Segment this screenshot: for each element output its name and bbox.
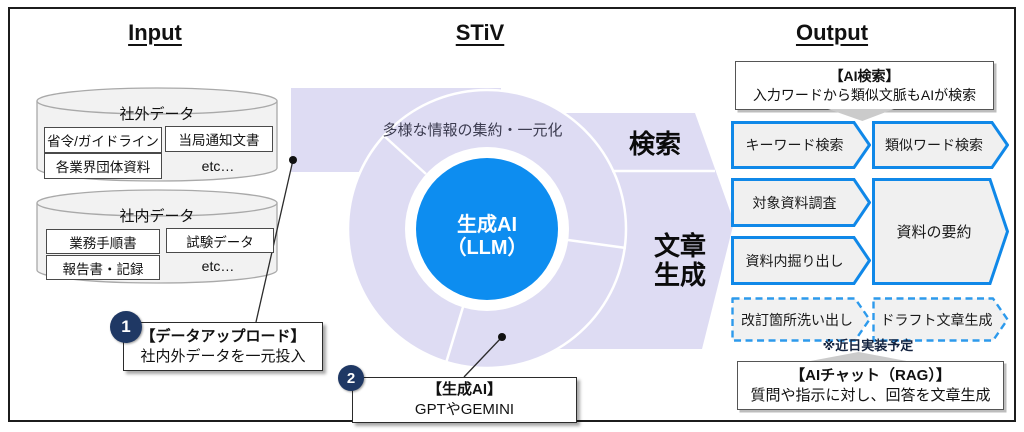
search-mode-label: 検索 xyxy=(628,129,681,159)
cycle-segment-dividers xyxy=(382,134,715,364)
doc-item: 報告書・記録 xyxy=(46,255,160,280)
planned-draft-generation: ドラフト文章生成 xyxy=(872,297,1009,342)
planned-note: ※近日実装予定 xyxy=(822,338,914,353)
doc-item: 省令/ガイドライン xyxy=(44,127,162,153)
ai-chat-desc: 質問や指示に対し、回答を文章生成 xyxy=(750,387,991,404)
doc-item: 試験データ xyxy=(166,228,274,253)
function-similar-word-search: 類似ワード検索 xyxy=(872,121,1009,169)
header-output: Output xyxy=(795,20,869,45)
function-target-doc-survey: 対象資料調査 xyxy=(731,178,871,227)
connector-dot-2 xyxy=(498,333,506,341)
ai-chat-callout: 【AIチャット（RAG）】 質問や指示に対し、回答を文章生成 xyxy=(737,361,1004,410)
header-input: Input xyxy=(128,20,182,45)
connector-lines xyxy=(255,159,503,378)
doc-item-etc: etc… xyxy=(201,258,235,274)
ai-search-desc: 入力ワードから類似文脈もAIが検索 xyxy=(752,87,977,103)
function-label: 対象資料調査 xyxy=(752,194,837,211)
upload-desc: 社内外データを一元投入 xyxy=(140,348,306,365)
planned-revision-detect: 改訂箇所洗い出し xyxy=(731,297,871,342)
planned-label: ドラフト文章生成 xyxy=(880,311,993,328)
ai-chat-callout-tail xyxy=(805,352,912,362)
connector-dot-1 xyxy=(289,156,297,164)
doc-item: 各業界団体資料 xyxy=(44,153,162,179)
function-label: 資料内掘り出し xyxy=(745,252,844,269)
genai-desc: GPTやGEMINI xyxy=(414,401,515,418)
function-doc-mining: 資料内掘り出し xyxy=(731,236,871,285)
ai-chat-title: 【AIチャット（RAG）】 xyxy=(790,367,951,384)
genai-core-line1: 生成AI xyxy=(457,214,517,236)
doc-item-etc: etc… xyxy=(201,158,235,174)
ai-search-title: 【AI検索】 xyxy=(829,68,900,84)
planned-label: 改訂箇所洗い出し xyxy=(741,311,853,328)
aggregation-label: 多様な情報の集約・一元化 xyxy=(382,122,563,139)
function-label: キーワード検索 xyxy=(745,137,844,153)
step-1-badge: 1 xyxy=(110,311,142,343)
genai-core-label: 生成AI （LLM） xyxy=(412,214,562,260)
core-circle xyxy=(416,158,558,300)
internal-data-title: 社内データ xyxy=(119,208,195,225)
generation-mode-line1: 文章 xyxy=(653,231,706,261)
function-keyword-search: キーワード検索 xyxy=(731,121,871,169)
function-label: 資料の要約 xyxy=(896,224,972,241)
step-2-badge: 2 xyxy=(338,365,364,391)
doc-item: 当局通知文書 xyxy=(165,126,273,152)
doc-item: 業務手順書 xyxy=(46,229,160,254)
genai-title: 【生成AI】 xyxy=(426,381,502,398)
upload-callout: 【データアップロード】 社内外データを一元投入 xyxy=(123,322,323,371)
upload-title: 【データアップロード】 xyxy=(140,328,306,345)
ai-search-callout: 【AI検索】 入力ワードから類似文脈もAIが検索 xyxy=(735,61,994,110)
generation-mode-line2: 生成 xyxy=(653,260,706,290)
external-data-cylinder-top xyxy=(36,87,278,115)
external-data-title: 社外データ xyxy=(119,106,195,123)
function-doc-summary: 資料の要約 xyxy=(872,178,1009,285)
generation-mode-label: 文章 生成 xyxy=(645,232,715,290)
internal-data-cylinder-top xyxy=(36,189,278,217)
genai-core-line2: （LLM） xyxy=(446,237,528,259)
header-stiv: STiV xyxy=(455,20,505,45)
function-label: 類似ワード検索 xyxy=(885,137,983,153)
genai-callout: 【生成AI】 GPTやGEMINI xyxy=(352,377,577,423)
